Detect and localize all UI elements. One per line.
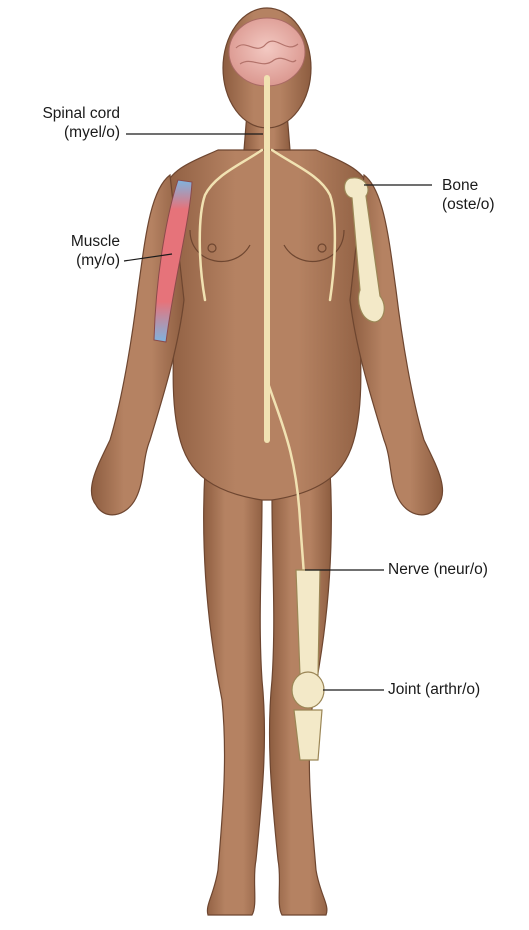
nerve-label: Nerve (neur/o) <box>388 560 488 579</box>
joint-text: Joint (arthr/o) <box>388 680 480 699</box>
spinal-cord-label: Spinal cord (myel/o) <box>8 104 120 142</box>
spinal-cord-name: Spinal cord <box>8 104 120 123</box>
muscle-name: Muscle <box>28 232 120 251</box>
bone-label: Bone (oste/o) <box>442 176 495 214</box>
nerve-text: Nerve (neur/o) <box>388 560 488 579</box>
bone-root: (oste/o) <box>442 195 495 214</box>
joint-label: Joint (arthr/o) <box>388 680 480 699</box>
spinal-cord-root: (myel/o) <box>8 123 120 142</box>
muscle-root: (my/o) <box>28 251 120 270</box>
bone-name: Bone <box>442 176 495 195</box>
muscle-label: Muscle (my/o) <box>28 232 120 270</box>
